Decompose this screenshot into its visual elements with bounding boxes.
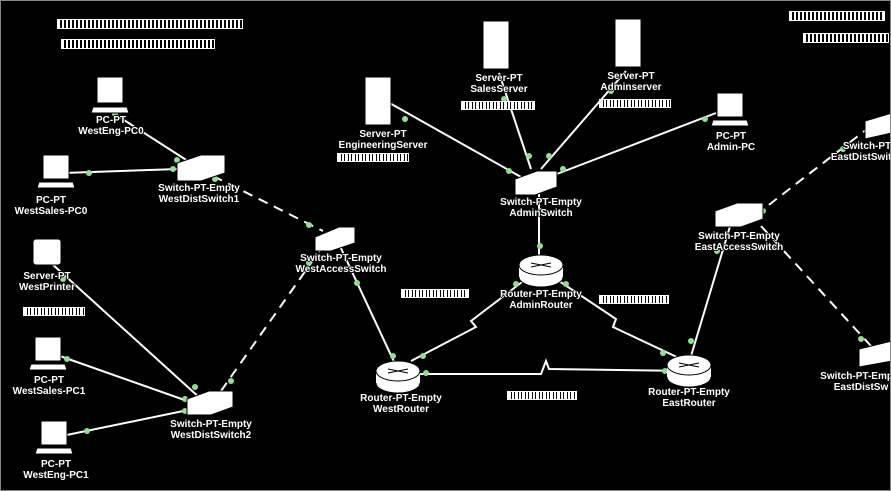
link-eastaccess-eastdist1 [760, 125, 872, 212]
device-type: Server-PT [23, 271, 71, 282]
device-west-dist-switch2[interactable]: Switch-PT-Empty WestDistSwitch2 [170, 419, 252, 441]
device-admin-switch[interactable]: Switch-PT-Empty AdminSwitch [500, 197, 582, 219]
device-west-dist-switch1[interactable]: Switch-PT-Empty WestDistSwitch1 [158, 183, 240, 205]
link-westsales-pc0-distsw1 [62, 168, 180, 174]
device-type: Switch-PT-Empty [698, 231, 780, 242]
link-serial-west-east [411, 358, 692, 375]
note-box [599, 99, 671, 108]
link-serial-admin-west [410, 278, 527, 362]
device-type: PC-PT [716, 131, 746, 142]
device-east-dist-switch2[interactable]: Switch-PT-Empty EastDistSw [820, 371, 890, 393]
link-westeng-pc1-distsw2 [56, 408, 194, 438]
device-name: EngineeringServer [338, 140, 428, 151]
device-type: PC-PT [35, 195, 66, 206]
note-box [401, 289, 469, 298]
device-name: AdminSwitch [509, 208, 573, 219]
link-adminserver-adminsw [540, 70, 627, 170]
device-name: Adminserver [600, 82, 662, 93]
note-box [461, 101, 535, 110]
device-admin-server[interactable]: Server-PT Adminserver [600, 71, 661, 93]
link-printer-distsw2 [50, 262, 202, 400]
device-type: Switch-PT-Empty [500, 197, 582, 208]
link-distsw2-access [220, 245, 324, 392]
note-box [789, 11, 885, 21]
device-admin-pc[interactable]: PC-PT Admin-PC [707, 131, 755, 153]
device-type: Server-PT [475, 73, 523, 84]
device-type: Server-PT [359, 129, 407, 140]
device-name: EastRouter [662, 398, 716, 409]
device-west-access-switch[interactable]: Switch-PT-Empty WestAccessSwitch [296, 253, 387, 275]
device-name: AdminRouter [509, 300, 573, 311]
link-engserver-adminsw [385, 100, 522, 178]
device-name: Admin-PC [706, 142, 756, 153]
pc-icon [28, 76, 750, 455]
device-west-eng-pc1[interactable]: PC-PT WestEng-PC1 [23, 459, 88, 481]
device-type: Switch-PT-Empty [158, 183, 240, 194]
device-name: WestEng-PC1 [23, 470, 89, 481]
device-name: WestSales-PC0 [14, 206, 88, 217]
device-type: Switch-PT-Empty [820, 371, 890, 382]
device-type: Router-PT-Empty [500, 289, 582, 300]
device-admin-router[interactable]: Router-PT-Empty AdminRouter [500, 289, 582, 311]
link-distsw1-access [212, 175, 324, 232]
server-icon [32, 18, 642, 266]
device-name: WestPrinter [19, 282, 75, 293]
note-box [507, 391, 577, 400]
device-west-sales-pc0[interactable]: PC-PT WestSales-PC0 [15, 195, 88, 217]
device-east-dist-switch1[interactable]: Switch-PT EastDistSwitch [830, 141, 891, 163]
device-west-eng-pc0[interactable]: PC-PT WestEng-PC0 [78, 115, 143, 137]
device-type: PC-PT [95, 115, 126, 126]
router-icon [375, 254, 712, 394]
note-box [803, 33, 889, 43]
link-salesserver-adminsw [498, 72, 532, 170]
device-type: Switch-PT-Empty [300, 253, 382, 264]
device-type: Router-PT-Empty [648, 387, 730, 398]
note-box [599, 295, 669, 304]
link-serial-admin-east [555, 278, 682, 360]
device-name: EastDistSw [833, 382, 889, 393]
device-name: WestAccessSwitch [295, 264, 387, 275]
link-westsales-pc1-distsw2 [56, 354, 194, 404]
device-type: Server-PT [607, 71, 655, 82]
device-west-router[interactable]: Router-PT-Empty WestRouter [360, 393, 442, 415]
note-box [337, 153, 409, 162]
switch-icon [176, 113, 890, 416]
device-type: Switch-PT-Empty [170, 419, 252, 430]
link-adminpc-adminsw [548, 112, 717, 178]
device-name: EastAccessSwitch [694, 242, 784, 253]
device-east-router[interactable]: Router-PT-Empty EastRouter [648, 387, 730, 409]
device-name: WestDistSwitch2 [170, 430, 252, 441]
link-westeng-pc0-distsw1 [112, 112, 192, 164]
link-eastaccess-eastrouter [690, 222, 732, 357]
device-name: SalesServer [470, 84, 528, 95]
device-name: WestRouter [373, 404, 429, 415]
device-name: EastDistSwitch [830, 152, 891, 163]
device-west-printer[interactable]: Server-PT WestPrinter [19, 271, 75, 293]
note-box [57, 19, 243, 29]
device-east-access-switch[interactable]: Switch-PT-Empty EastAccessSwitch [695, 231, 783, 253]
link-access-westrouter [338, 243, 397, 367]
device-type: Router-PT-Empty [360, 393, 442, 404]
device-engineering-server[interactable]: Server-PT EngineeringServer [339, 129, 428, 151]
device-type: PC-PT [40, 459, 71, 470]
device-name: WestDistSwitch1 [158, 194, 240, 205]
device-west-sales-pc1[interactable]: PC-PT WestSales-PC1 [13, 375, 86, 397]
note-box [61, 39, 215, 49]
device-name: WestEng-PC0 [78, 126, 144, 137]
device-sales-server[interactable]: Server-PT SalesServer [470, 73, 527, 95]
device-type: Switch-PT [842, 141, 891, 152]
device-name: WestSales-PC1 [12, 386, 86, 397]
note-box [23, 307, 85, 316]
device-type: PC-PT [33, 375, 64, 386]
